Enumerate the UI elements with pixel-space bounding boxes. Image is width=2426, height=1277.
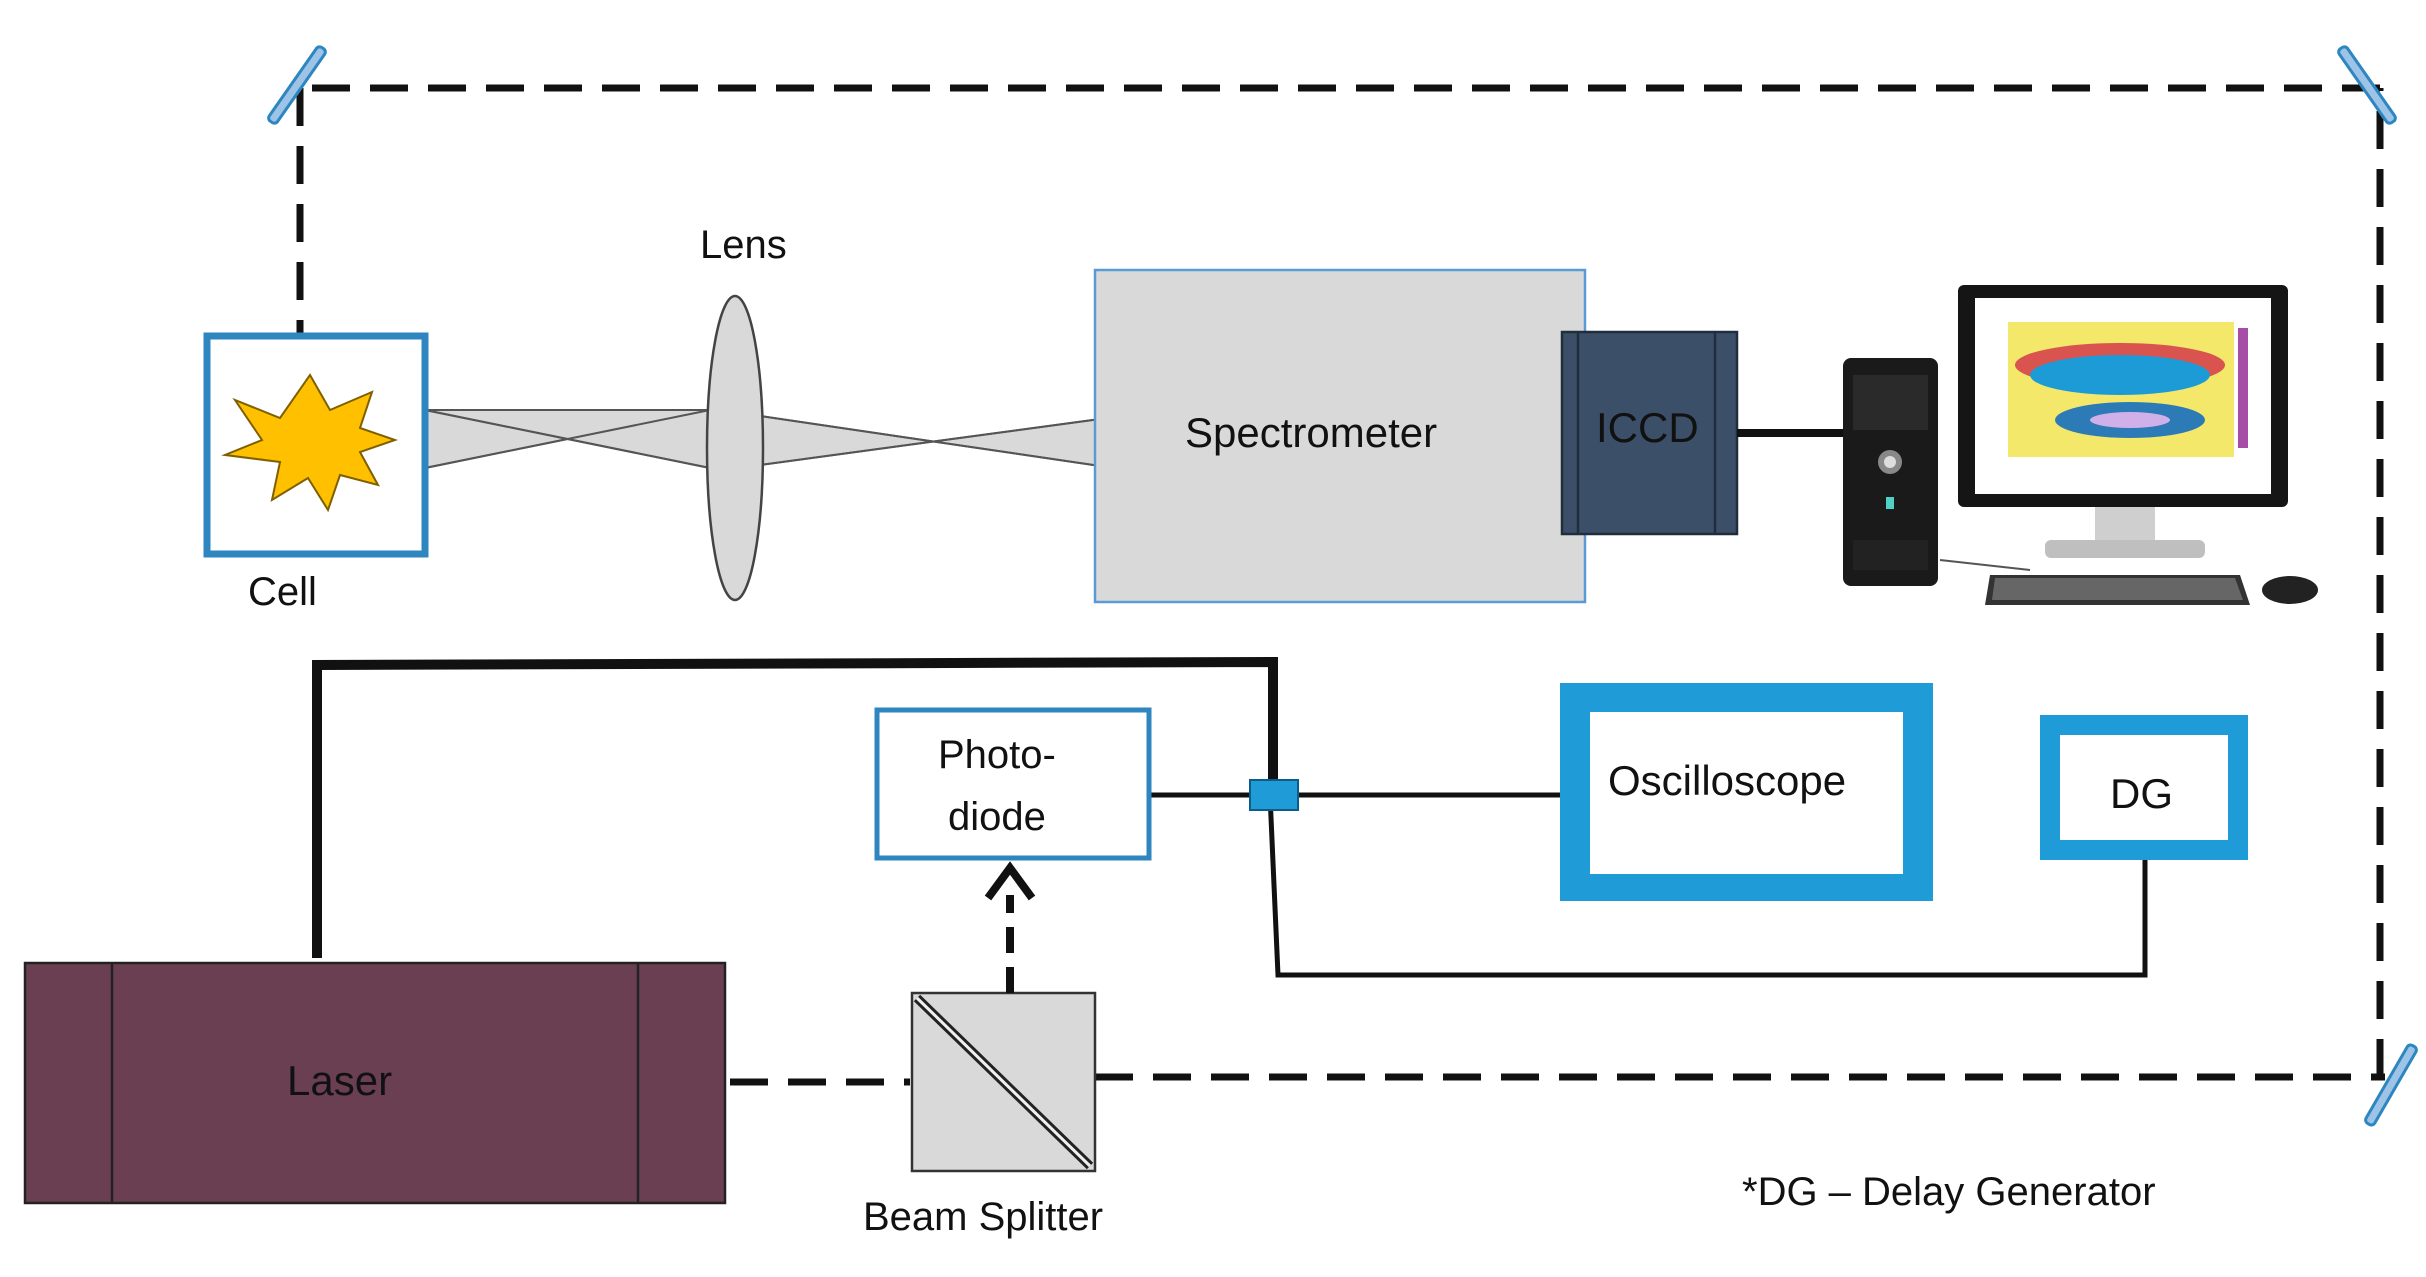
photodiode bbox=[874, 707, 1152, 861]
oscilloscope bbox=[1560, 683, 1933, 901]
mouse-icon bbox=[2262, 576, 2318, 604]
trigger-cable bbox=[312, 656, 1278, 958]
mirror-icon bbox=[2364, 1043, 2418, 1127]
beam-splitter bbox=[910, 991, 1097, 1173]
iccd-label: ICCD bbox=[1596, 404, 1699, 451]
mirror-icon bbox=[2337, 45, 2397, 125]
light-cone-edges bbox=[424, 409, 1101, 469]
spectrometer bbox=[1093, 268, 1587, 604]
computer-tower-icon bbox=[1843, 358, 1938, 586]
cell bbox=[203, 332, 429, 558]
cell-label: Cell bbox=[248, 570, 317, 614]
lens-label: Lens bbox=[700, 223, 787, 267]
oscilloscope-label: Oscilloscope bbox=[1608, 757, 1846, 804]
lens bbox=[705, 294, 765, 602]
spectrometer-label: Spectrometer bbox=[1185, 409, 1437, 456]
photodiode-label-line2: diode bbox=[948, 795, 1046, 839]
signal-cables bbox=[1150, 792, 2148, 978]
photodiode-label-line1: Photo- bbox=[938, 733, 1056, 777]
arrow-head bbox=[984, 861, 1036, 901]
beam-path bbox=[296, 84, 2385, 1086]
iccd bbox=[1560, 330, 1739, 536]
beam-splitter-label: Beam Splitter bbox=[863, 1195, 1103, 1239]
footnote: *DG – Delay Generator bbox=[1742, 1170, 2156, 1214]
mirror-icon bbox=[267, 45, 327, 125]
delay-generator bbox=[2040, 715, 2248, 860]
monitor-icon bbox=[1958, 285, 2288, 558]
mouse-cable bbox=[1939, 559, 2031, 571]
dg-label: DG bbox=[2110, 770, 2173, 817]
keyboard-icon bbox=[1985, 575, 2250, 605]
spark-icon bbox=[221, 373, 399, 513]
cable-junction bbox=[1249, 779, 1299, 811]
laser bbox=[23, 961, 727, 1205]
laser-label: Laser bbox=[287, 1057, 392, 1104]
